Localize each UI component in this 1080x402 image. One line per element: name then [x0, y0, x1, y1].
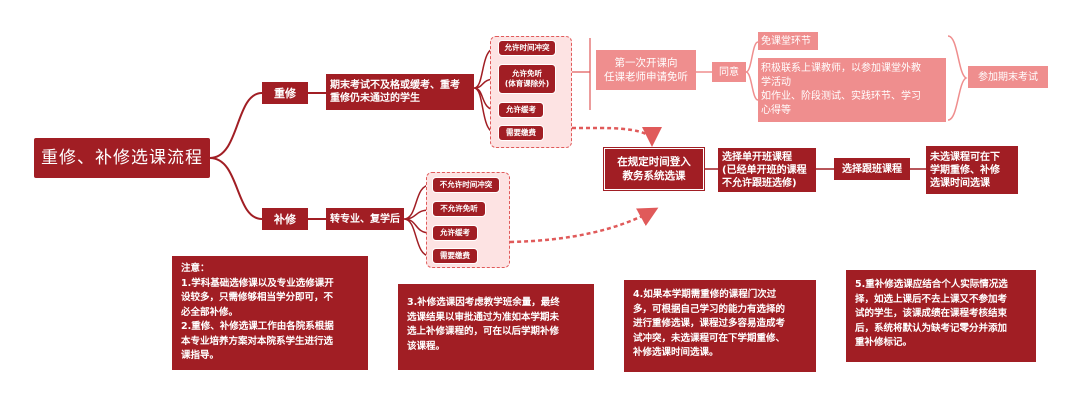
outcome-line1: 积极联系上课教师，以参加课堂外教	[761, 63, 921, 74]
connector-root-makeup	[209, 157, 263, 220]
connector-options-apply	[572, 38, 591, 110]
retake-option-time-conflict: 允许时间冲突	[498, 40, 556, 56]
retake-label: 重修	[262, 82, 308, 104]
note-5-line1: 5.重补修选课应结合个人实际情况选	[855, 279, 1008, 290]
apply-line2: 任课老师申请免听	[604, 71, 688, 83]
makeup-option-fee: 需要缴费	[432, 248, 478, 264]
note-4-line4: 试冲突，未选课程可在下学期重修、	[633, 332, 786, 344]
note-3-line2: 选课结果以审批通过为准如本学期未	[407, 311, 560, 323]
apply-line1: 第一次开课向	[614, 57, 678, 69]
unselected-line1: 未选课程可在下	[930, 151, 1000, 163]
note-1-line3: 设较多，只需修够相当学分即可，不	[181, 292, 334, 303]
note-3: 3.补修选课因考虑教学班余量，最终 选课结果以审批通过为准如本学期未 选上补修课…	[398, 284, 594, 370]
note-3-line4: 该课程。	[407, 340, 446, 352]
outcome-line2: 学活动	[761, 77, 791, 88]
login-line2: 教务系统选课	[622, 170, 686, 182]
select-follow-class: 选择跟班课程	[834, 158, 910, 180]
login-system: 在规定时间登入 教务系统选课	[603, 147, 705, 191]
note-4-line1: 4.如果本学期需重修的课程门次过	[633, 289, 777, 300]
select-line3: 不允许跟班选修)	[722, 177, 797, 189]
note-1: 注意： 1.学科基础选修课以及专业选修课开 设较多，只需修够相当学分即可，不 必…	[172, 256, 368, 370]
retake-option-deferred-exam: 允许缓考	[498, 102, 544, 118]
note-4: 4.如果本学期需重修的课程门次过 多，可根据自己学习的能力有选择的 进行重修选课…	[624, 280, 816, 372]
connector-retake-options	[473, 47, 497, 134]
makeup-option-no-exemption: 不允许免听	[432, 201, 486, 217]
note-5-line5: 重补修标记。	[855, 337, 913, 348]
unselected-line2: 学期重修、补修	[930, 164, 1000, 176]
retake-option-exemption: 允许免听 (体育课除外)	[498, 64, 556, 94]
root-title: 重修、补修选课流程	[34, 138, 210, 178]
final-exam: 参加期末考试	[968, 66, 1048, 88]
connector-agree-outcomes	[745, 41, 759, 101]
makeup-label: 补修	[262, 208, 308, 230]
unselected-line3: 选课时间选课	[930, 177, 990, 189]
note-1-line4: 必全部补修。	[181, 306, 239, 318]
makeup-option-no-time-conflict: 不允许时间冲突	[432, 177, 500, 193]
dashed-arrow-retake	[572, 126, 662, 147]
apply-exemption: 第一次开课向 任课老师申请免听	[596, 50, 696, 90]
note-3-line3: 选上补修课程的，可在以后学期补修	[407, 326, 560, 337]
retake-option-fee: 需要缴费	[498, 125, 544, 141]
select-line1: 选择单开班课程	[722, 151, 792, 163]
note-1-line1: 注意：	[181, 263, 210, 274]
note-3-line1: 3.补修选课因考虑教学班余量，最终	[407, 297, 560, 308]
makeup-option-deferred-exam: 允许缓考	[432, 225, 478, 241]
makeup-condition: 转专业、复学后	[326, 208, 404, 230]
note-5-line3: 试的学生，该课成绩在课程考核结束	[855, 308, 1008, 319]
agree-label: 同意	[712, 62, 746, 82]
retake-condition-line1: 期末考试不及格或缓考、重考	[330, 80, 460, 91]
retake-condition-line2: 重修仍未通过的学生	[330, 93, 420, 104]
retake-condition: 期末考试不及格或缓考、重考 重修仍未通过的学生	[326, 74, 474, 110]
note-4-line2: 多，可根据自己学习的能力有选择的	[633, 303, 786, 315]
note-1-line2: 1.学科基础选修课以及专业选修课开	[181, 277, 334, 289]
note-5: 5.重补修选课应结合个人实际情况选 择，如选上课后不去上课又不参加考 试的学生，…	[846, 270, 1036, 362]
note-5-line4: 后，系统将默认为缺考记零分并添加	[855, 322, 1008, 334]
outcomes-brace	[947, 35, 968, 121]
login-line1: 在规定时间登入	[617, 156, 691, 168]
select-line2: (已经单开班的课程	[722, 164, 807, 176]
dashed-arrow-makeup	[509, 207, 659, 244]
select-single-class: 选择单开班课程 (已经单开班的课程 不允许跟班选修)	[718, 148, 816, 192]
note-1-line7: 课指导。	[181, 350, 220, 361]
outcome-line4: 心得等	[761, 105, 791, 116]
connector-makeup-options	[403, 184, 431, 257]
outcome-alternative-activities: 积极联系上课教师，以参加课堂外教 学活动 如作业、阶段测试、实践环节、学习 心得…	[758, 58, 946, 122]
outcome-skip-class: 免课堂环节	[758, 32, 818, 50]
unselected-courses: 未选课程可在下 学期重修、补修 选课时间选课	[926, 146, 1018, 194]
note-5-line2: 择，如选上课后不去上课又不参加考	[855, 293, 1008, 305]
outcome-line3: 如作业、阶段测试、实践环节、学习	[761, 91, 921, 102]
note-1-line5: 2.重修、补修选课工作由各院系根据	[181, 321, 334, 332]
note-4-line3: 进行重修选课，课程过多容易造成考	[633, 318, 786, 329]
note-4-line5: 补修选课时间选课。	[633, 347, 719, 358]
connector-root-retake	[209, 92, 263, 159]
note-1-line6: 本专业培养方案对本院系学生进行选	[181, 335, 334, 347]
